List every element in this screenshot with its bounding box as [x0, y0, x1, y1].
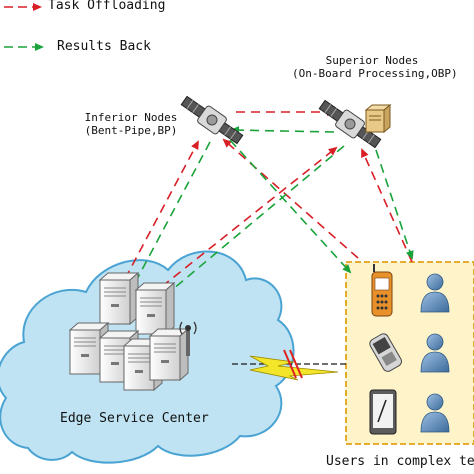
results-arrow-superior-to-inferior [230, 126, 335, 135]
results-arrow-inferior-to-users [229, 139, 352, 274]
offload-arrow-users-to-superior [361, 148, 413, 263]
tablet-icon [369, 389, 397, 435]
antenna-icon [179, 321, 197, 356]
server-icon [149, 328, 189, 381]
legend-offload-label: Task Offloading [48, 0, 166, 13]
server-icon [364, 103, 392, 134]
inferior-nodes-label: Inferior Nodes (Bent-Pipe,BP) [76, 111, 186, 137]
satellite-icon [180, 95, 244, 145]
legend-results-label: Results Back [57, 39, 151, 54]
lightning-icon [249, 349, 339, 381]
satellite-icon [318, 99, 382, 149]
server-icon [135, 282, 175, 335]
phone-icon [369, 333, 402, 372]
edge-service-center-label: Edge Service Center [60, 411, 209, 426]
offload-arrow-ground-to-superior [149, 146, 338, 297]
inferior-nodes-title: Inferior Nodes [84, 111, 178, 124]
users-label: Users in complex terr [326, 455, 474, 469]
superior-nodes-subtitle: (On-Board Processing,OBP) [292, 66, 458, 80]
offload-arrow-ground-to-inferior [117, 140, 199, 293]
legend [4, 3, 44, 51]
inferior-nodes-subtitle: (Bent-Pipe,BP) [84, 123, 178, 137]
link-arrows [117, 108, 414, 302]
results-arrow-superior-to-users [375, 149, 414, 260]
superior-nodes-label: Superior Nodes (On-Board Processing,OBP) [292, 54, 458, 80]
users-box [345, 261, 474, 445]
superior-nodes-title: Superior Nodes [325, 54, 419, 67]
results-arrow-superior-to-ground [158, 145, 345, 302]
phone-icon [371, 264, 393, 317]
offload-arrow-users-to-inferior [222, 138, 359, 259]
server-icon [99, 272, 139, 325]
